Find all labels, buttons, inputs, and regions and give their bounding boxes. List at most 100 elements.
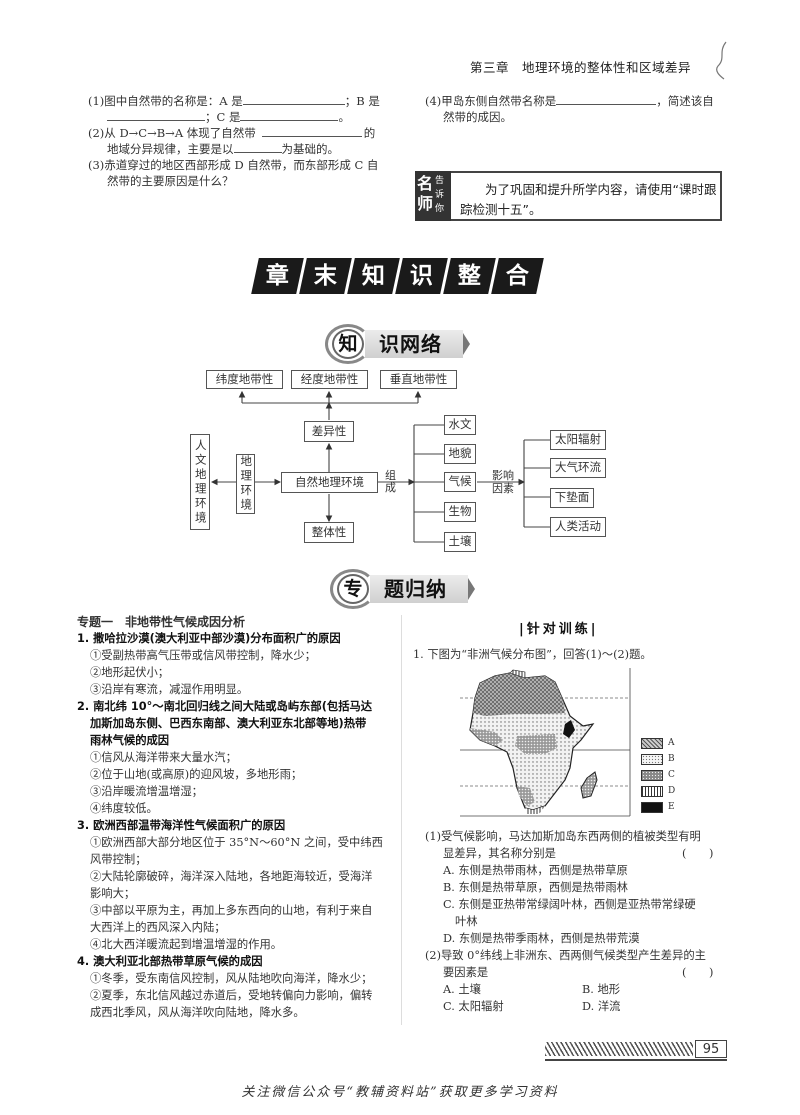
- topic-item-1-title: 1. 撒哈拉沙漠(澳大利亚中部沙漠)分布面积广的原因: [77, 632, 341, 645]
- q2-blank-a[interactable]: [261, 126, 362, 137]
- topic-item-1-point: ②地形起伏小；: [90, 666, 170, 679]
- pq1-stem: (1)受气候影响，马达加斯加岛东西两侧的植被类型有明: [425, 830, 701, 843]
- mm-atmospheric-circulation: 大气环流: [550, 458, 606, 478]
- pq1-answer-paren[interactable]: ( ): [682, 847, 714, 860]
- banner-tile: 合: [491, 258, 544, 294]
- q2-text-a: (2)从 D→C→B→A 体现了自然带: [88, 126, 256, 140]
- topic-item-3-point: ②大陆轮廓破碎，海洋深入陆地，各地距海较近，受海洋: [90, 870, 373, 883]
- pq2-stem: (2)导致 0°纬线上非洲东、西两侧气候类型产生差异的主: [425, 949, 706, 962]
- topic-item-1-point: ①受副热带高气压带或信风带控制，降水少；: [90, 649, 316, 662]
- pq1-option-a[interactable]: A. 东侧是热带雨林，西侧是热带草原: [443, 864, 628, 877]
- q1-text-end: 。: [338, 110, 350, 124]
- mm-underlying-surface: 下垫面: [550, 488, 594, 508]
- legend-label-a: A: [668, 738, 675, 748]
- pq2-stem: 要因素是: [443, 966, 489, 979]
- footer-promo-note: 关注微信公众号“教辅资料站”获取更多学习资料: [241, 1085, 559, 1100]
- mm-factors-label-1: 影响: [492, 469, 514, 482]
- topic-item-3-point: 影响大；: [90, 887, 136, 900]
- mm-hydrology: 水文: [444, 415, 476, 435]
- pq2-option-c[interactable]: C. 太阳辐射: [443, 1000, 504, 1013]
- ring-ornament-icon: [330, 569, 376, 609]
- practice-title: |针对训练|: [519, 622, 599, 637]
- legend-label-b: B: [668, 754, 675, 764]
- page-number: 95: [695, 1040, 727, 1058]
- banner-tile: 识: [395, 258, 448, 294]
- q1-text-c: ；C 是: [205, 110, 241, 124]
- section-heading-topic-summary: 题归纳 专: [330, 569, 480, 609]
- mm-geo-environment: 地理环境: [236, 454, 255, 514]
- q1-text-b: ；B 是: [344, 94, 380, 108]
- topic-item-2-title: 加斯加岛东侧、巴西东南部、澳大利亚东北部等地)热带: [90, 717, 367, 730]
- section-heading-first-char: 专: [337, 574, 369, 604]
- banner-tile: 整: [443, 258, 496, 294]
- q2-text-b: 的: [363, 126, 376, 140]
- section-heading-rest: 识网络: [365, 330, 463, 358]
- topic-item-4-point: ②夏季，东北信风越过赤道后，受地转偏向力影响，偏转: [90, 989, 373, 1002]
- legend-label-c: C: [668, 770, 675, 780]
- legend-label-d: D: [668, 786, 676, 796]
- q2-text-c: 地域分异规律，主要是以: [107, 142, 234, 156]
- topic-item-2-point: ④纬度较低。: [90, 802, 158, 815]
- teacher-tip-badge: 名师 告诉你: [415, 171, 451, 221]
- section-heading-rest: 题归纳: [370, 575, 468, 603]
- q1-blank-c[interactable]: [240, 110, 339, 121]
- mm-natural-environment: 自然地理环境: [281, 472, 378, 493]
- mm-longitudinal-zonality: 经度地带性: [291, 370, 368, 389]
- topic-item-2-point: ②位于山地(或高原)的迎风坡，多地形雨；: [90, 768, 303, 781]
- running-header-title: 第三章 地理环境的整体性和区域差异: [470, 60, 692, 75]
- pq2-option-a[interactable]: A. 土壤: [443, 983, 481, 996]
- mm-compose-label: 组成: [385, 469, 396, 494]
- q1-blank-b[interactable]: [107, 110, 205, 121]
- mm-biology: 生物: [444, 502, 476, 522]
- topic-item-2-title: 2. 南北纬 10°～南北回归线之间大陆或岛屿东部(包括马达: [77, 700, 373, 713]
- pq1-option-c[interactable]: C. 东侧是亚热带常绿阔叶林，西侧是亚热带常绿硬: [443, 898, 696, 911]
- teacher-badge-sub: 告诉你: [435, 176, 445, 214]
- pq1-option-b[interactable]: B. 东侧是热带草原，西侧是热带雨林: [443, 881, 628, 894]
- banner-tile: 章: [251, 258, 304, 294]
- page-number-underline: [545, 1059, 727, 1061]
- legend-swatch-a: [641, 738, 663, 749]
- africa-climate-map: [460, 668, 631, 817]
- mm-human-activity: 人类活动: [550, 517, 606, 537]
- banner-tile: 末: [299, 258, 352, 294]
- mm-factors-label-2: 因素: [492, 482, 514, 495]
- topic-item-1-point: ③沿岸有寒流，减湿作用明显。: [90, 683, 249, 696]
- hatch-ornament: [545, 1042, 693, 1056]
- mm-solar-radiation: 太阳辐射: [550, 430, 606, 450]
- legend-label-e: E: [668, 802, 675, 812]
- q4-text-a: (4)甲岛东侧自然带名称是: [425, 94, 557, 108]
- pq2-option-d[interactable]: D. 洋流: [582, 1000, 621, 1013]
- pq2-option-b[interactable]: B. 地形: [582, 983, 621, 996]
- mm-human-environment: 人文地理环境: [190, 434, 210, 530]
- topic-item-3-point: ①欧洲西部大部分地区位于 35°N～60°N 之间，受中纬西: [90, 836, 383, 849]
- mm-climate: 气候: [444, 472, 476, 492]
- topic-item-3-point: 大西洋上的西风深入内陆；: [90, 921, 226, 934]
- legend-swatch-d: [641, 786, 663, 797]
- mm-latitudinal-zonality: 纬度地带性: [206, 370, 283, 389]
- arrow-right-icon: [463, 333, 470, 355]
- column-divider: [401, 615, 402, 1025]
- mm-vertical-zonality: 垂直地带性: [380, 370, 457, 389]
- teacher-badge-main: 名师: [417, 174, 434, 213]
- topic-item-2-point: ③沿岸暖流增温增湿；: [90, 785, 203, 798]
- mm-soil: 土壤: [444, 532, 476, 552]
- section-heading-knowledge-network: 识网络 知: [325, 324, 475, 364]
- practice-intro: 1. 下图为“非洲气候分布图”，回答(1)～(2)题。: [413, 648, 652, 661]
- q4-blank[interactable]: [556, 94, 657, 105]
- q1-blank-a[interactable]: [242, 94, 345, 105]
- pq1-option-c-cont: 叶林: [455, 915, 478, 928]
- q4-text-b: ，简述该自: [656, 94, 714, 108]
- pq1-option-d[interactable]: D. 东侧是热带季雨林，西侧是热带荒漠: [443, 932, 640, 945]
- pq2-answer-paren[interactable]: ( ): [682, 966, 714, 979]
- pq1-stem: 显差异，其名称分别是: [443, 847, 556, 860]
- topic-item-2-point: ①信风从海洋带来大量水汽；: [90, 751, 237, 764]
- chapter-summary-banner: 章 末 知 识 整 合: [251, 258, 545, 294]
- topic-one-heading: 专题一 非地带性气候成因分析: [77, 615, 246, 629]
- topic-item-3-point: 风带控制；: [90, 853, 147, 866]
- page-number-bar: 95: [545, 1040, 727, 1058]
- arrow-right-icon: [468, 578, 475, 600]
- mm-difference: 差异性: [304, 421, 354, 442]
- q2-blank-b[interactable]: [233, 142, 282, 153]
- q4-line-2: 然带的成因。: [443, 110, 512, 124]
- topic-item-3-title: 3. 欧洲西部温带海洋性气候面积广的原因: [77, 819, 286, 832]
